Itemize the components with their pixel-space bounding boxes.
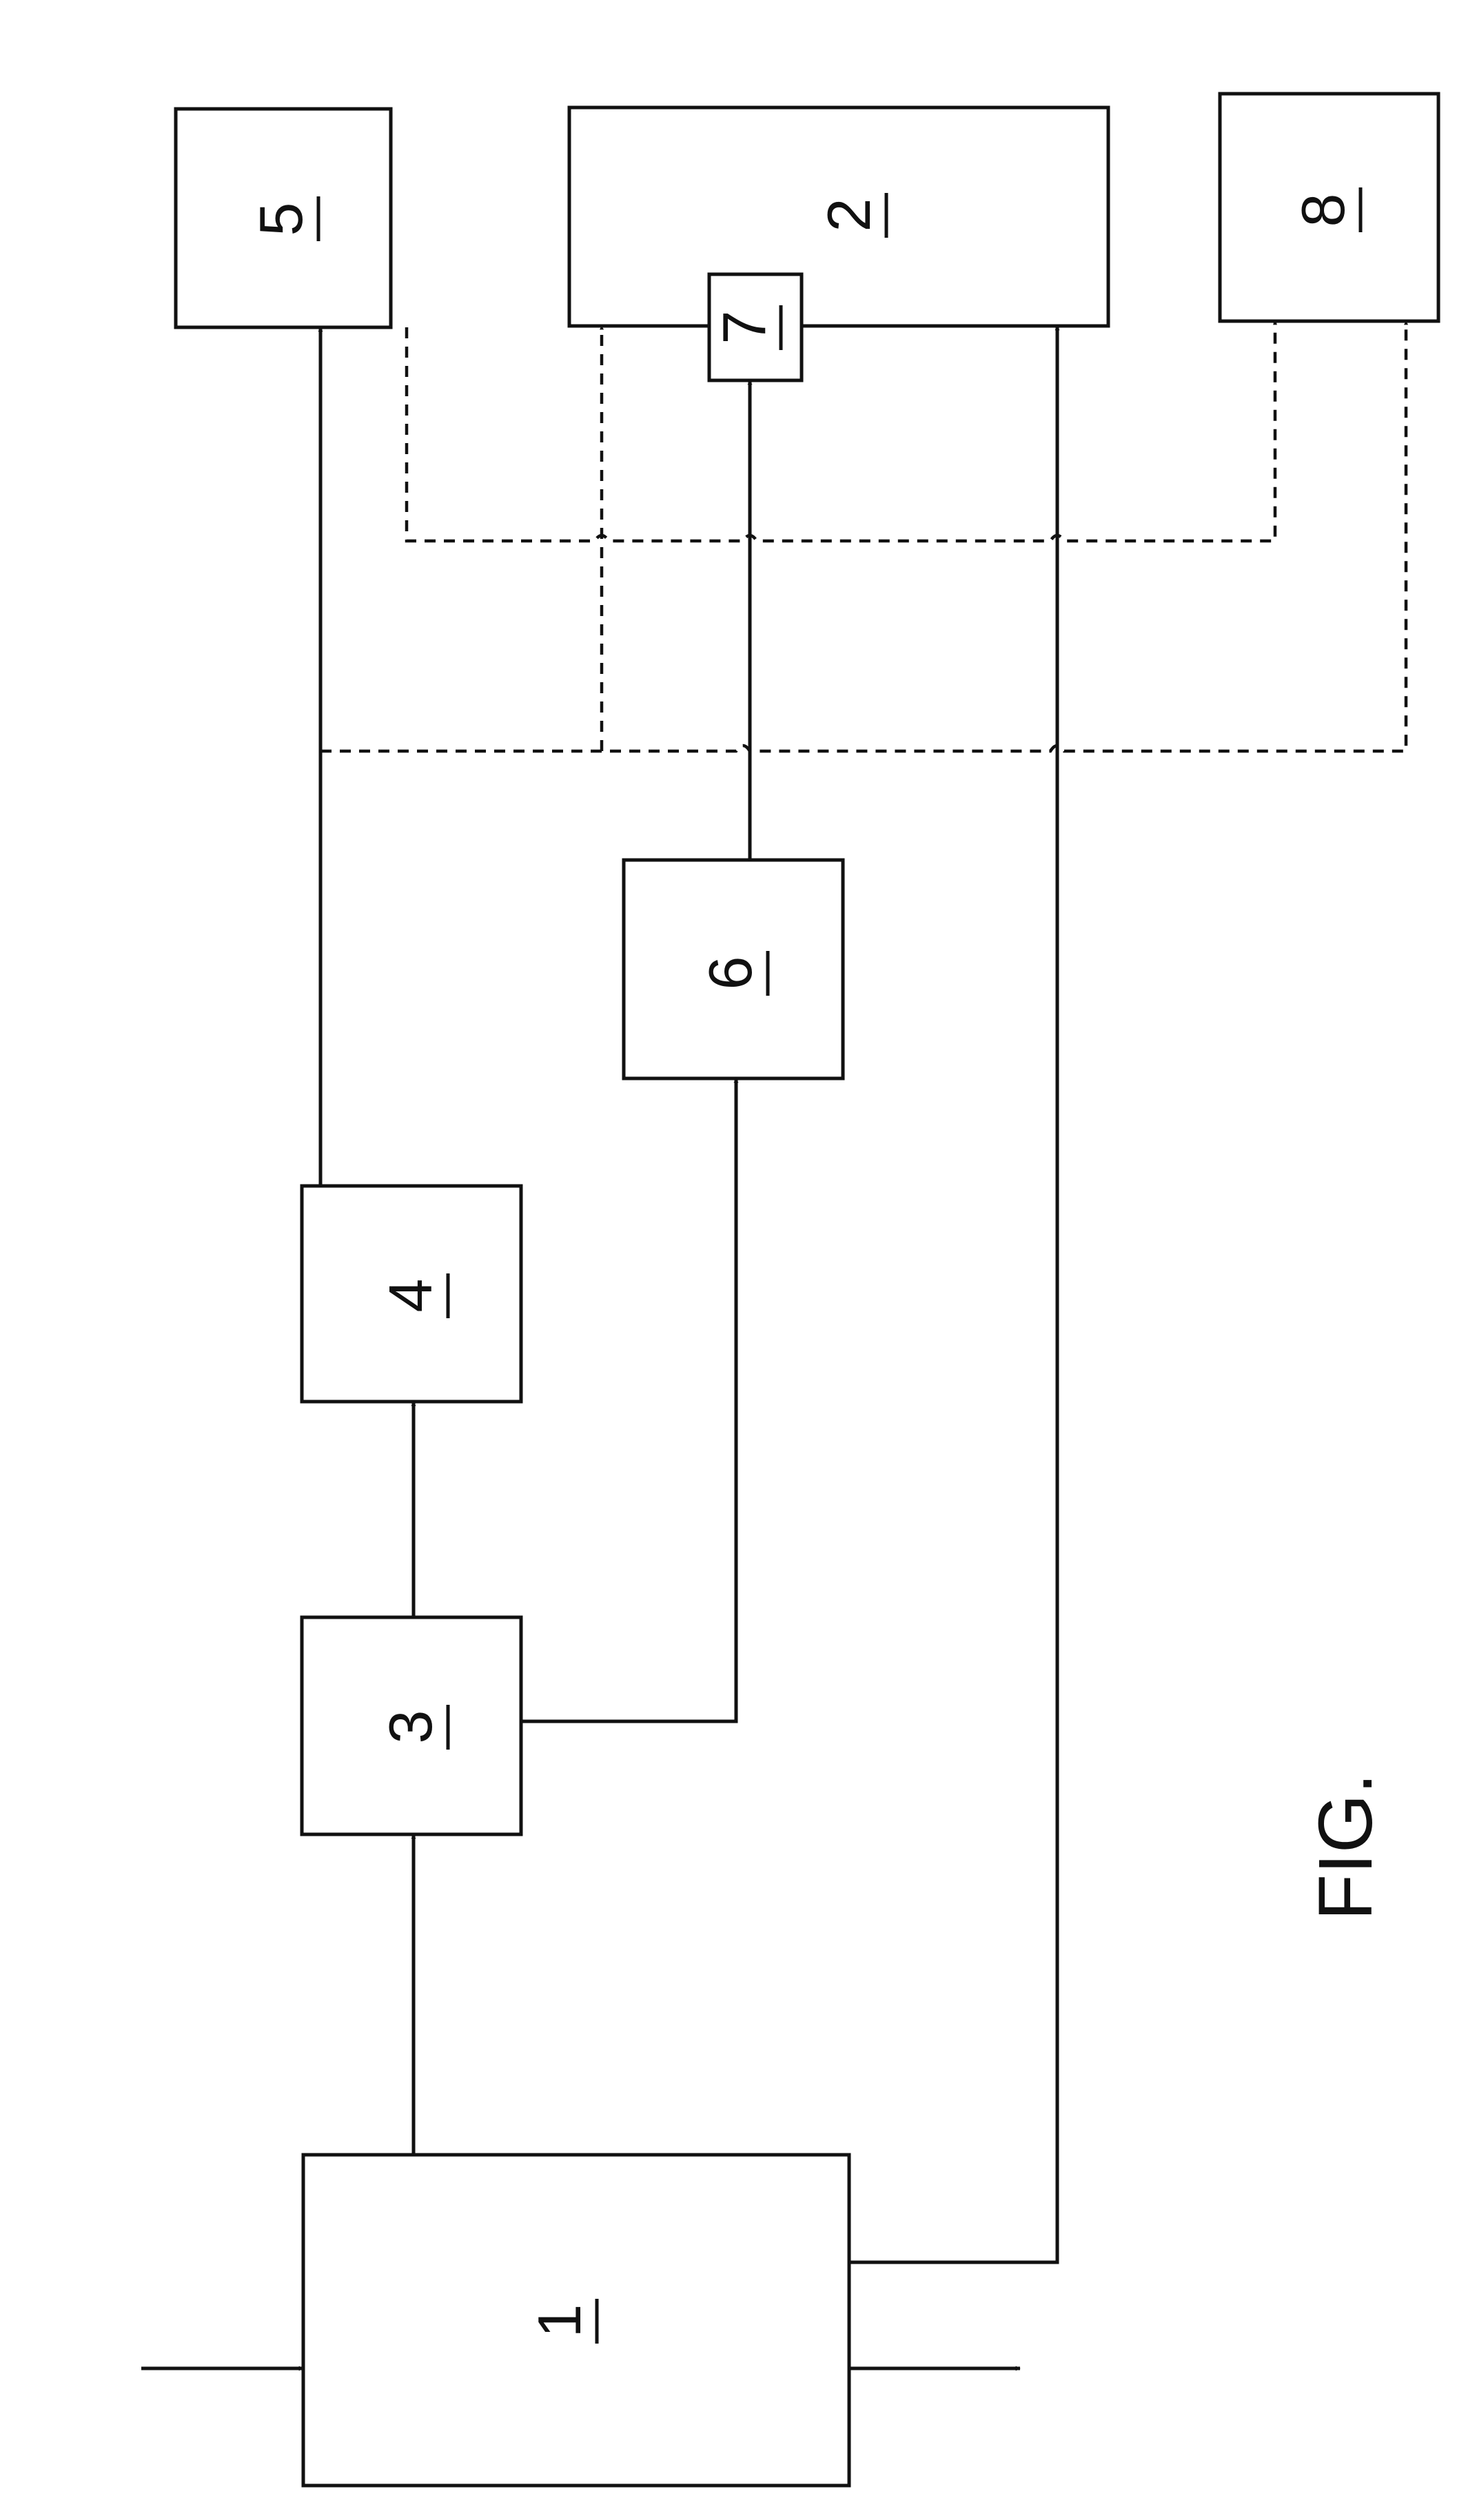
block-1: 1: [303, 2155, 849, 2486]
block-4-label: 4: [376, 1279, 445, 1313]
arrow-3-to-6: [521, 1078, 736, 1721]
block-7-label: 7: [710, 311, 778, 345]
block-2: 2: [569, 107, 1108, 326]
block-3: 3: [302, 1617, 521, 1834]
block-6-label: 6: [696, 956, 764, 990]
block-4: 4: [302, 1186, 521, 1402]
dashed-bus-upper: [407, 321, 1275, 541]
block-7: 7: [709, 274, 802, 380]
block-6: 6: [624, 860, 843, 1078]
block-1-label: 1: [525, 2304, 593, 2338]
arrow-1-to-2: [849, 326, 1057, 2262]
block-8-label: 8: [1289, 194, 1357, 227]
block-8: 8: [1220, 94, 1438, 321]
block-2-label: 2: [815, 198, 883, 232]
figure-label: FIG.: [1303, 1773, 1388, 1920]
block-5-label: 5: [247, 203, 315, 236]
dashed-bus-lower: [320, 321, 1406, 751]
block-3-label: 3: [376, 1710, 445, 1744]
block-5: 5: [176, 109, 391, 327]
